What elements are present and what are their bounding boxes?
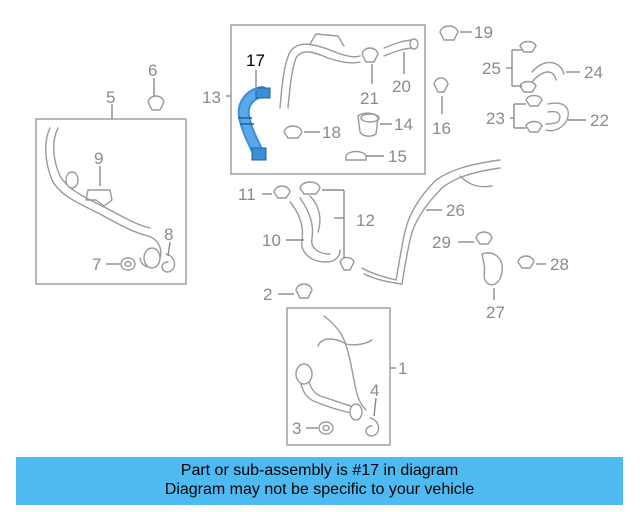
leader-lines <box>99 31 586 429</box>
hose-10 <box>289 195 355 271</box>
label-part-17: 17 <box>246 51 265 70</box>
label-part-10: 10 <box>262 231 281 250</box>
label-part-14: 14 <box>394 115 413 134</box>
label-part-15: 15 <box>388 147 407 166</box>
group-box-5 <box>35 118 187 285</box>
label-part-7: 7 <box>92 255 101 274</box>
hose-13 <box>279 33 361 109</box>
label-part-19: 19 <box>474 23 493 42</box>
clamp-19 <box>439 25 459 41</box>
clip-8 <box>161 253 176 273</box>
clamp-18 <box>283 125 303 139</box>
hose-assembly-5 <box>45 127 162 269</box>
banner-line-1: Part or sub-assembly is #17 in diagram <box>180 462 459 479</box>
label-part-2: 2 <box>263 285 272 304</box>
clamp-29 <box>475 231 493 245</box>
label-part-27: 27 <box>486 303 505 322</box>
clamp-16 <box>433 77 449 93</box>
label-part-25: 25 <box>482 59 501 78</box>
label-part-26: 26 <box>446 201 465 220</box>
elbow-27 <box>481 252 503 286</box>
label-part-21: 21 <box>360 89 379 108</box>
cap-15 <box>345 150 367 161</box>
banner-line-2: Diagram may not be specific to your vehi… <box>164 481 475 498</box>
label-part-20: 20 <box>392 77 411 96</box>
elbow-14 <box>357 112 380 137</box>
clamp-28 <box>517 255 535 269</box>
label-part-3: 3 <box>292 419 301 438</box>
clamp-6 <box>147 95 165 111</box>
info-banner: Part or sub-assembly is #17 in diagram D… <box>16 457 623 505</box>
label-part-5: 5 <box>106 88 115 107</box>
label-part-28: 28 <box>550 255 569 274</box>
label-part-22: 22 <box>590 111 609 130</box>
hose-20 <box>383 38 419 57</box>
o-ring-3 <box>318 421 334 435</box>
label-part-18: 18 <box>322 123 341 142</box>
hose-25-24 <box>519 40 565 93</box>
pipe-26 <box>361 159 501 285</box>
label-part-24: 24 <box>584 63 603 82</box>
label-part-6: 6 <box>148 61 157 80</box>
hose-23-22 <box>525 94 569 133</box>
clamp-12 <box>299 181 321 195</box>
clamp-2 <box>295 283 313 299</box>
label-part-4: 4 <box>370 381 379 400</box>
group-box-13 <box>230 24 426 175</box>
label-part-9: 9 <box>94 149 103 168</box>
clip-9 <box>85 189 113 207</box>
clamp-11 <box>273 185 291 199</box>
clip-4 <box>365 417 380 437</box>
pipe-assembly-1 <box>295 315 373 421</box>
label-part-16: 16 <box>432 119 451 138</box>
group-box-1 <box>286 307 391 446</box>
label-part-23: 23 <box>486 109 505 128</box>
clamp-21 <box>361 47 379 63</box>
label-part-1: 1 <box>398 359 407 378</box>
label-part-29: 29 <box>432 233 451 252</box>
o-ring-7 <box>120 257 136 271</box>
label-part-12: 12 <box>356 211 375 230</box>
label-part-13: 13 <box>202 88 221 107</box>
label-part-11: 11 <box>238 185 256 204</box>
label-part-8: 8 <box>164 225 173 244</box>
hose-17 <box>237 86 271 161</box>
